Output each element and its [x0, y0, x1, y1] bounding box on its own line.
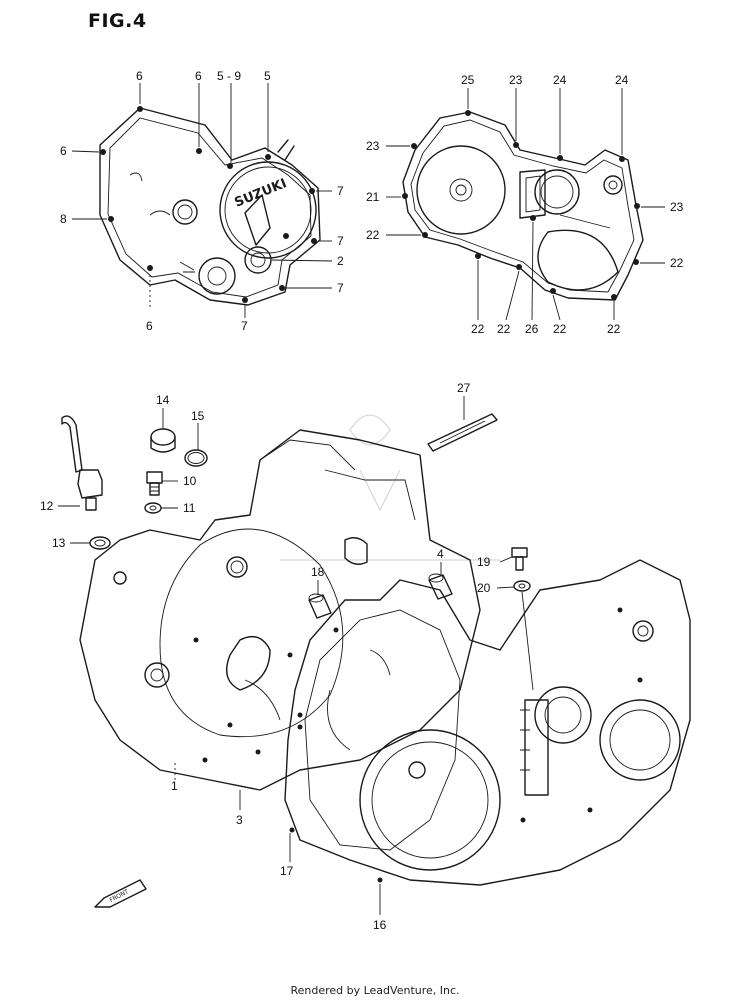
- callout-label: 10: [183, 474, 197, 488]
- washer-20[interactable]: [513, 580, 531, 592]
- callout-label: 6: [136, 69, 143, 83]
- front-direction-arrow-icon: FRONT: [94, 879, 147, 908]
- callout-label: 7: [337, 281, 344, 295]
- callout-label: 4: [437, 547, 444, 561]
- callout-label: 6: [60, 144, 67, 158]
- leader-lines: [58, 83, 665, 915]
- callout-label: 24: [615, 73, 629, 87]
- footer-credit: Rendered by LeadVenture, Inc.: [290, 984, 460, 997]
- magneto-cover[interactable]: SUZUKI: [99, 106, 321, 306]
- o-ring-15[interactable]: [184, 449, 208, 467]
- callout-labels: 6 6 5 - 9 5 6 7 8 7 2 7 6 7 25 23 24 24 …: [40, 69, 684, 932]
- callout-label: 7: [337, 184, 344, 198]
- callout-label: 26: [525, 322, 539, 336]
- callout-label: 19: [477, 555, 491, 569]
- callout-label: 2: [337, 254, 344, 268]
- callout-label: 15: [191, 409, 205, 423]
- callout-label: 7: [337, 234, 344, 248]
- oil-plate-27[interactable]: [427, 413, 498, 452]
- callout-label: 13: [52, 536, 66, 550]
- callout-label: 6: [195, 69, 202, 83]
- watermark-logo: [280, 414, 500, 561]
- callout-label: 7: [241, 319, 248, 333]
- callout-label: 24: [553, 73, 567, 87]
- callout-label: 18: [311, 565, 325, 579]
- clutch-cover[interactable]: [402, 110, 644, 301]
- callout-label: 16: [373, 918, 387, 932]
- callout-label: 6: [146, 319, 153, 333]
- bolt-19[interactable]: [511, 547, 528, 571]
- neutral-switch-12[interactable]: [61, 415, 103, 511]
- bolt-10[interactable]: [146, 471, 163, 496]
- callout-label: 11: [183, 501, 196, 515]
- callout-label: 1: [171, 779, 178, 793]
- callout-label: 22: [366, 228, 380, 242]
- callout-label: 22: [607, 322, 621, 336]
- washer-11[interactable]: [144, 502, 162, 514]
- crankcase-right-half[interactable]: [284, 559, 691, 886]
- callout-label: 22: [670, 256, 684, 270]
- callout-label: 25: [461, 73, 475, 87]
- callout-label: 12: [40, 499, 54, 513]
- callout-label: 5: [264, 69, 271, 83]
- callout-label: 21: [366, 190, 380, 204]
- gasket-13[interactable]: [89, 536, 111, 550]
- callout-label: 22: [553, 322, 567, 336]
- callout-label: 23: [509, 73, 523, 87]
- callout-label: 22: [471, 322, 485, 336]
- plug-cap-14[interactable]: [150, 428, 176, 453]
- dowel-pin-18[interactable]: [308, 593, 332, 619]
- cover-logo-text: SUZUKI: [233, 176, 289, 210]
- dowel-pin-4[interactable]: [428, 573, 453, 600]
- callout-label: 3: [236, 813, 243, 827]
- crankcase-left-half[interactable]: [79, 429, 481, 791]
- callout-label: 23: [670, 200, 684, 214]
- callout-label: 8: [60, 212, 67, 226]
- callout-label: 27: [457, 381, 471, 395]
- callout-label: 20: [477, 581, 491, 595]
- callout-label: 22: [497, 322, 511, 336]
- figure-title: FIG.4: [88, 10, 147, 32]
- callout-label: 17: [280, 864, 294, 878]
- callout-label: 5 - 9: [217, 69, 241, 83]
- callout-label: 14: [156, 393, 170, 407]
- callout-label: 23: [366, 139, 380, 153]
